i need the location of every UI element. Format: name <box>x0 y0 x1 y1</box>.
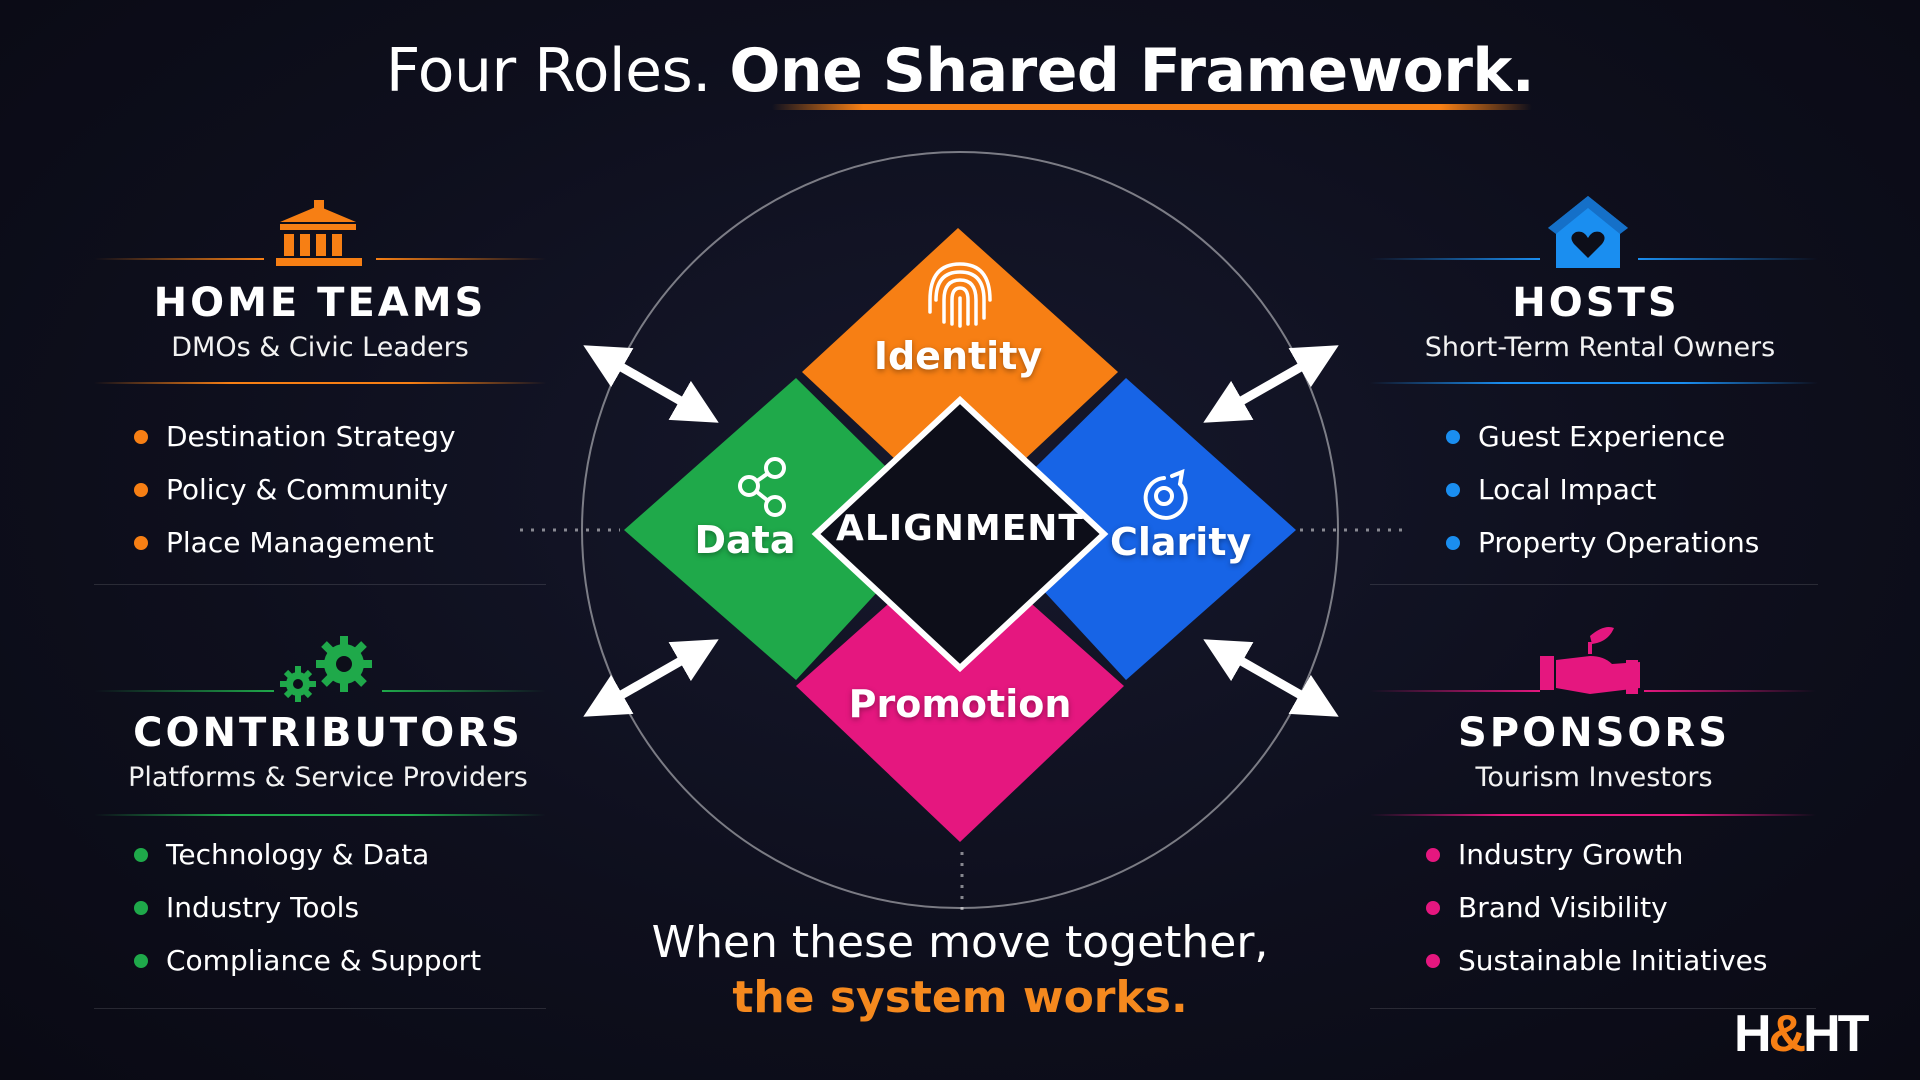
gears-icon <box>280 636 372 702</box>
list-item-text: Industry Tools <box>166 891 360 924</box>
list-item-text: Sustainable Initiatives <box>1458 944 1768 977</box>
bullet-dot <box>134 848 148 862</box>
list-item: Guest Experience <box>1446 410 1759 463</box>
contributors-list: Technology & Data Industry Tools Complia… <box>134 828 481 987</box>
tagline-line2: the system works. <box>732 972 1188 1023</box>
bullet-dot <box>1426 901 1440 915</box>
list-item: Property Operations <box>1446 516 1759 569</box>
bullet-dot <box>1426 848 1440 862</box>
home-teams-top-rule-left <box>94 258 264 260</box>
hosts-top-rule-right <box>1638 258 1818 260</box>
sponsors-top-rule-left <box>1370 690 1540 692</box>
home-teams-subtitle: DMOs & Civic Leaders <box>171 332 469 363</box>
bullet-dot <box>1446 483 1460 497</box>
fingerprint-icon <box>928 262 992 328</box>
list-item-text: Brand Visibility <box>1458 891 1668 924</box>
sponsors-bottom-rule <box>1370 1008 1816 1009</box>
bullet-dot <box>134 954 148 968</box>
arrow-hosts <box>1203 345 1339 423</box>
list-item: Local Impact <box>1446 463 1759 516</box>
hosts-bottom-rule <box>1370 584 1818 585</box>
bullet-dot <box>134 483 148 497</box>
arrow-sponsors <box>1203 639 1339 717</box>
clarity-label: Clarity <box>1110 520 1252 564</box>
share-nodes-icon <box>738 457 786 517</box>
bullet-dot <box>134 536 148 550</box>
bullet-dot <box>134 901 148 915</box>
contributors-top-rule-right <box>382 690 546 692</box>
bullet-dot <box>134 430 148 444</box>
sponsors-mid-rule <box>1370 814 1816 816</box>
bullet-dot <box>1426 954 1440 968</box>
list-item-text: Industry Growth <box>1458 838 1684 871</box>
list-item: Brand Visibility <box>1426 881 1767 934</box>
list-item: Industry Growth <box>1426 828 1767 881</box>
clarity-diamond <box>980 378 1296 680</box>
alignment-label: ALIGNMENT <box>836 508 1084 549</box>
government-building-icon <box>276 200 362 266</box>
list-item-text: Local Impact <box>1478 473 1657 506</box>
identity-label: Identity <box>873 334 1043 378</box>
list-item-text: Destination Strategy <box>166 420 456 453</box>
promotion-diamond <box>796 540 1124 842</box>
tagline-line1: When these move together, <box>651 917 1269 968</box>
contributors-name: CONTRIBUTORS <box>133 710 523 756</box>
title-light: Four Roles. <box>385 36 711 106</box>
hosts-subtitle: Short-Term Rental Owners <box>1424 332 1776 363</box>
alignment-diamond <box>811 395 1109 673</box>
data-diamond <box>624 378 942 680</box>
list-item: Industry Tools <box>134 881 481 934</box>
hosts-list: Guest Experience Local Impact Property O… <box>1446 410 1759 569</box>
hosts-top-rule-left <box>1370 258 1540 260</box>
list-item-text: Property Operations <box>1478 526 1760 559</box>
identity-diamond <box>802 228 1118 520</box>
promotion-label: Promotion <box>848 682 1072 726</box>
list-item: Destination Strategy <box>134 410 456 463</box>
list-item: Compliance & Support <box>134 934 481 987</box>
list-item: Technology & Data <box>134 828 481 881</box>
bullet-dot <box>1446 430 1460 444</box>
sponsors-top-rule-right <box>1644 690 1816 692</box>
house-heart-icon <box>1548 196 1628 268</box>
logo-left: H <box>1734 1005 1772 1063</box>
sponsors-list: Industry Growth Brand Visibility Sustain… <box>1426 828 1767 987</box>
contributors-top-rule-left <box>94 690 274 692</box>
logo-amp: & <box>1768 1005 1807 1063</box>
logo-right: HT <box>1803 1005 1869 1063</box>
contributors-bottom-rule <box>94 1008 546 1009</box>
list-item-text: Compliance & Support <box>166 944 482 977</box>
bullet-dot <box>1446 536 1460 550</box>
home-teams-mid-rule <box>94 382 546 384</box>
home-teams-bottom-rule <box>94 584 546 585</box>
list-item-text: Technology & Data <box>166 838 430 871</box>
list-item: Sustainable Initiatives <box>1426 934 1767 987</box>
hosts-name: HOSTS <box>1512 280 1680 326</box>
title-bold: One Shared Framework. <box>729 36 1535 106</box>
contributors-subtitle: Platforms & Service Providers <box>128 762 528 793</box>
home-teams-name: HOME TEAMS <box>153 280 487 326</box>
contributors-mid-rule <box>94 814 546 816</box>
sponsors-subtitle: Tourism Investors <box>1475 762 1713 793</box>
outer-ring <box>581 151 1339 909</box>
hand-plant-icon <box>1540 627 1640 694</box>
title-underline <box>772 104 1532 110</box>
arrow-contributors <box>583 639 719 717</box>
list-item: Policy & Community <box>134 463 456 516</box>
list-item-text: Guest Experience <box>1478 420 1726 453</box>
brand-logo: H&HT <box>1734 1006 1890 1062</box>
home-teams-top-rule-right <box>376 258 546 260</box>
arrow-home-teams <box>583 345 719 423</box>
list-item: Place Management <box>134 516 456 569</box>
list-item-text: Policy & Community <box>166 473 449 506</box>
list-item-text: Place Management <box>166 526 434 559</box>
target-refresh-icon <box>1143 468 1188 520</box>
page-title: Four Roles. One Shared Framework. <box>0 34 1920 108</box>
hosts-mid-rule <box>1370 382 1818 384</box>
home-teams-list: Destination Strategy Policy & Community … <box>134 410 456 569</box>
sponsors-name: SPONSORS <box>1457 710 1731 756</box>
data-label: Data <box>694 518 796 562</box>
